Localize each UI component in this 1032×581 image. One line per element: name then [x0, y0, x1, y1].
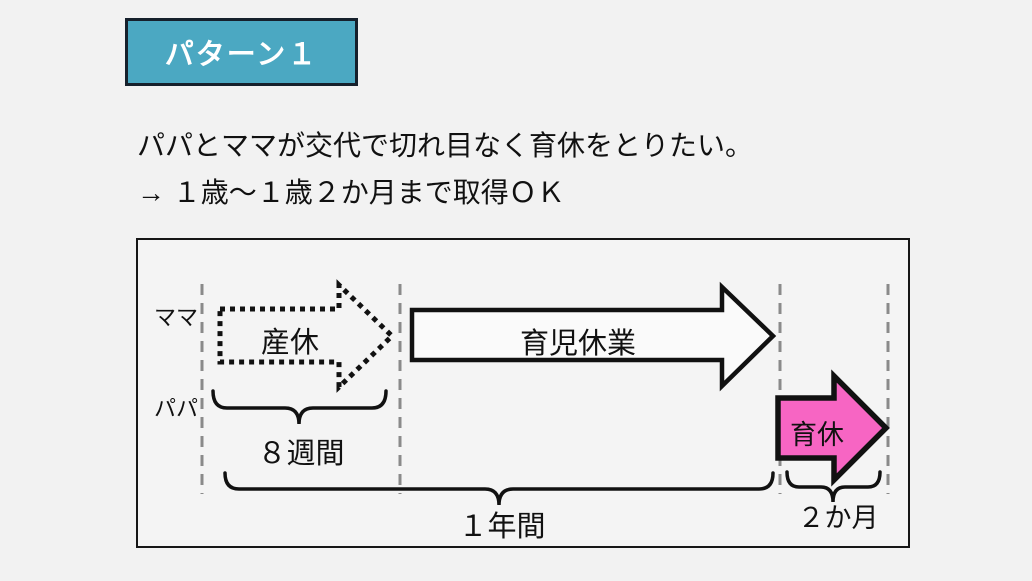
maternity-leave-arrow-label: 産休 [260, 327, 319, 359]
intro-text: パパとママが交代で切れ目なく育休をとりたい。 → １歳〜１歳２か月まで取得ＯＫ [137, 122, 753, 216]
bracket-2months-shape [785, 470, 882, 503]
childcare-leave-arrow-shape [409, 281, 777, 392]
bracket-2months-label: ２か月 [797, 503, 879, 533]
bracket-1year-shape [223, 471, 775, 506]
intro-line-2: → １歳〜１歳２か月まで取得ＯＫ [137, 177, 565, 208]
bracket-8weeks-label: ８週間 [257, 438, 345, 470]
pattern-title-label: パターン１ [164, 39, 319, 71]
pattern-title-badge: パターン１ [125, 18, 358, 86]
bracket-1year-label: １年間 [458, 511, 546, 543]
childcare-leave-arrow-label: 育児休業 [519, 328, 636, 360]
timeline-diagram-graphics [200, 279, 890, 506]
row-label-papa: パパ [153, 396, 198, 421]
row-label-mama: ママ [153, 305, 198, 330]
papa-leave-arrow-shape [775, 369, 890, 487]
papa-leave-arrow-label: 育休 [790, 420, 844, 450]
maternity-leave-arrow-shape [217, 279, 396, 393]
intro-line-1: パパとママが交代で切れ目なく育休をとりたい。 [137, 130, 754, 161]
bracket-8weeks-shape [211, 389, 388, 425]
timeline-diagram-box: ママ パパ 産休 育児休業 育休 ８週間 １年間 ２か月 [136, 238, 910, 548]
